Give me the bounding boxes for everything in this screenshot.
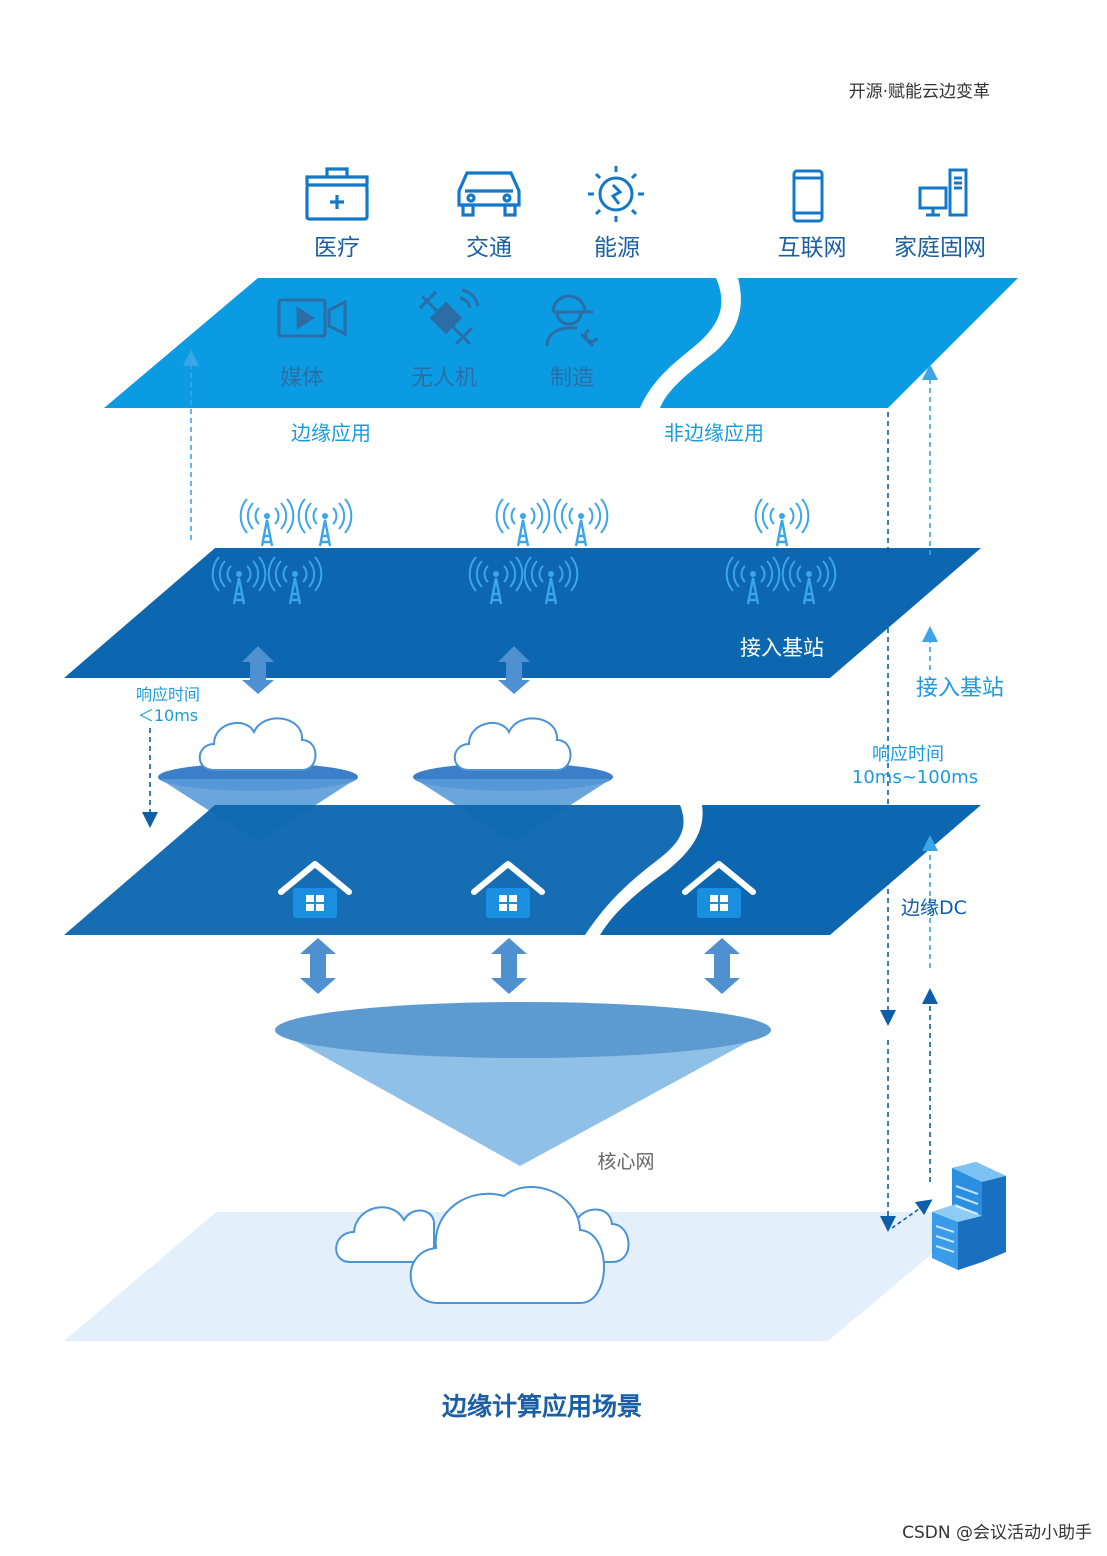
latency-left-label-1: 响应时间 bbox=[136, 685, 200, 704]
medical-kit-icon bbox=[305, 167, 369, 221]
base-station-towers bbox=[239, 497, 810, 548]
video-icon bbox=[277, 298, 347, 338]
top-icon-label-internet: 互联网 bbox=[778, 235, 847, 261]
core-network-label: 核心网 bbox=[597, 1151, 654, 1173]
non-edge-app-label: 非边缘应用 bbox=[664, 421, 764, 445]
edge-app-label: 边缘应用 bbox=[291, 421, 371, 445]
header-tagline: 开源·赋能云边变革 bbox=[849, 82, 990, 102]
top-icon-label-home-broadband: 家庭固网 bbox=[894, 235, 986, 261]
access-side-label: 接入基站 bbox=[916, 676, 1004, 701]
central-cloud-icon bbox=[335, 1186, 630, 1304]
non-edge-app-plane bbox=[660, 278, 1018, 408]
energy-icon bbox=[588, 166, 644, 222]
access-plane-label: 接入基站 bbox=[740, 636, 824, 660]
satellite-icon bbox=[418, 288, 480, 346]
watermark: CSDN @会议活动小助手 bbox=[902, 1523, 1092, 1543]
latency-right-label-1: 响应时间 bbox=[872, 744, 944, 765]
edge-dc-side-label: 边缘DC bbox=[901, 897, 967, 919]
top-icon-label-energy: 能源 bbox=[594, 235, 640, 261]
edge-to-core-arrows bbox=[300, 938, 740, 994]
phone-icon bbox=[792, 169, 824, 223]
datacenter-building-icon bbox=[932, 1162, 1006, 1270]
worker-icon bbox=[545, 294, 599, 348]
diagram-caption: 边缘计算应用场景 bbox=[442, 1392, 642, 1421]
top-icon-label-traffic: 交通 bbox=[466, 235, 512, 261]
edge-dc-plane-right bbox=[600, 805, 981, 935]
latency-left-label-2: ＜10ms bbox=[138, 706, 198, 725]
right-latency-arrows bbox=[880, 364, 938, 1232]
app-icon-label-manufacturing: 制造 bbox=[550, 366, 594, 391]
car-icon bbox=[457, 171, 521, 217]
edge-dc-plane-left bbox=[64, 805, 684, 935]
latency-right-label-2: 10ms~100ms bbox=[852, 767, 978, 788]
access-link-arrows bbox=[242, 646, 530, 694]
desktop-computer-icon bbox=[918, 168, 968, 217]
app-icon-label-drone: 无人机 bbox=[411, 366, 477, 391]
app-icon-label-media: 媒体 bbox=[280, 366, 324, 391]
core-network-funnel bbox=[275, 1002, 771, 1166]
top-icon-label-medical: 医疗 bbox=[314, 235, 360, 261]
